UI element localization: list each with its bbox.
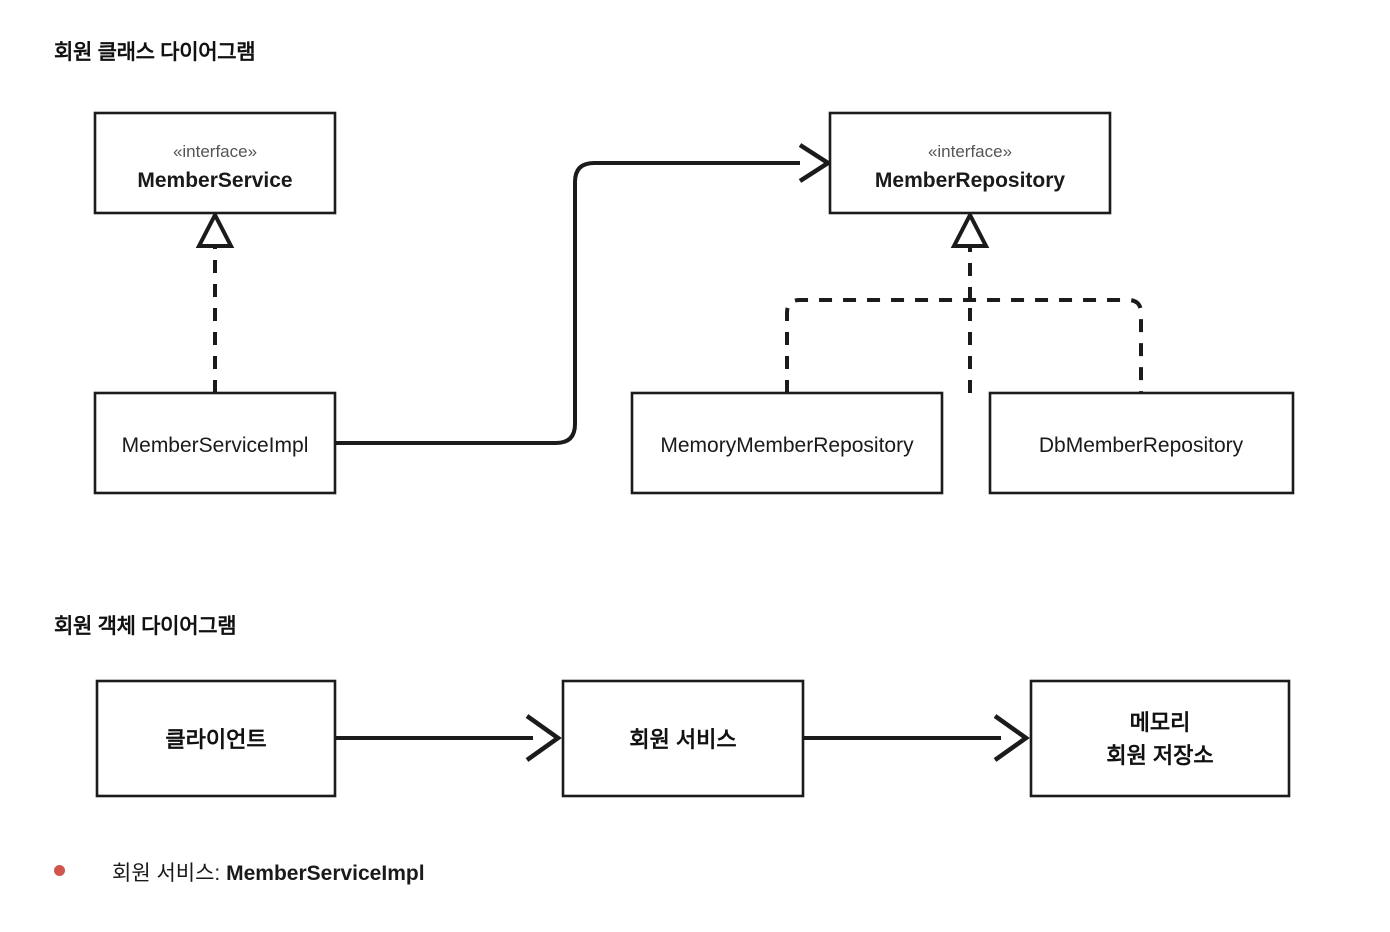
note-value: MemberServiceImpl (226, 862, 425, 885)
class-box-member-service[interactable]: «interface» MemberService (93, 111, 337, 215)
class-name-memory-member-repository: MemoryMemberRepository (660, 434, 914, 457)
class-name-db-member-repository: DbMemberRepository (1039, 434, 1244, 457)
note-list-item: 회원 서비스: MemberServiceImpl (54, 857, 425, 887)
edge-client-to-service (335, 714, 562, 762)
edge-service-to-memory (803, 714, 1030, 762)
note-text: 회원 서비스: MemberServiceImpl (112, 857, 425, 887)
class-stereotype: «interface» (173, 142, 257, 161)
object-label-memory-line2: 회원 저장소 (1106, 743, 1213, 768)
object-box-memory-member-repository[interactable]: 메모리 회원 저장소 (1029, 679, 1291, 798)
class-box-member-repository[interactable]: «interface» MemberRepository (828, 111, 1112, 215)
class-stereotype: «interface» (928, 142, 1012, 161)
edge-impl-realizes-service (195, 210, 235, 393)
bullet-dot-icon (54, 865, 65, 876)
object-box-member-service[interactable]: 회원 서비스 (561, 679, 805, 798)
object-box-client[interactable]: 클라이언트 (95, 679, 337, 798)
object-diagram-canvas: 클라이언트 회원 서비스 메모리 회원 저장소 (95, 679, 1291, 798)
class-diagram-canvas: «interface» MemberService «interface» Me… (93, 111, 1295, 495)
class-name-member-service-impl: MemberServiceImpl (122, 434, 309, 457)
edge-impl-depends-repository (335, 143, 833, 445)
class-box-member-service-impl[interactable]: MemberServiceImpl (93, 391, 337, 495)
class-name-member-service: MemberService (137, 169, 292, 192)
edge-repositories-realize-repository (785, 210, 1143, 393)
class-diagram-title: 회원 클래스 다이어그램 (54, 41, 256, 64)
class-name-member-repository: MemberRepository (875, 169, 1066, 192)
object-diagram-title: 회원 객체 다이어그램 (54, 615, 237, 638)
class-box-db-member-repository[interactable]: DbMemberRepository (988, 391, 1295, 495)
class-box-memory-member-repository[interactable]: MemoryMemberRepository (630, 391, 944, 495)
object-label-client: 클라이언트 (165, 727, 266, 752)
note-label: 회원 서비스: (112, 862, 227, 885)
object-label-member-service: 회원 서비스 (629, 727, 736, 752)
object-label-memory-line1: 메모리 (1130, 710, 1191, 735)
